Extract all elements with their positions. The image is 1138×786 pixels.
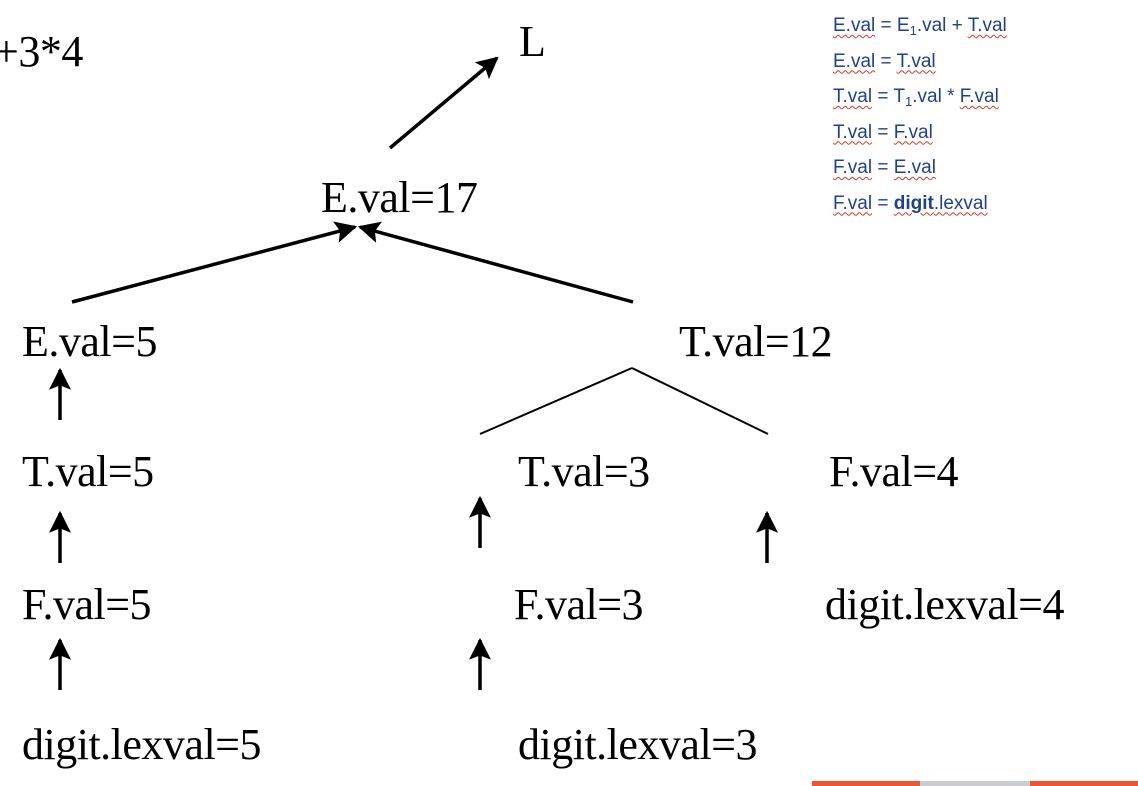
node-digit-lexval-4: digit.lexval=4 [825, 580, 1065, 629]
expression-fragment: +3*4 [0, 27, 83, 76]
semantic-rule: F.val = E.val [833, 150, 1133, 186]
rule-fragment: = T [872, 86, 905, 107]
rule-fragment: F.val [893, 121, 933, 143]
node-e-val-5: E.val=5 [22, 317, 157, 366]
node-f-val-5: F.val=5 [22, 580, 152, 629]
edge-e5-to-e17 [71, 221, 358, 304]
rule-fragment: T.val [833, 86, 873, 107]
semantic-rule: E.val = T.val [833, 44, 1133, 80]
rule-fragment: = [872, 157, 894, 178]
edge-t12-to-e17 [357, 221, 634, 304]
semantic-rule: T.val = F.val [833, 115, 1133, 151]
rule-fragment: T.val [896, 50, 936, 72]
node-f-val-4: F.val=4 [829, 447, 959, 496]
rule-fragment: T.val [967, 15, 1007, 36]
rule-fragment: E.val [833, 15, 876, 36]
rule-fragment: .val + [916, 15, 968, 36]
rule-fragment: .lexval [933, 192, 988, 214]
footer-bar-segment [920, 781, 1030, 786]
rule-fragment: digit [893, 192, 934, 214]
rule-fragment: = [872, 121, 894, 143]
footer-accent-bar [812, 781, 1138, 786]
footer-bar-segment [1030, 781, 1138, 786]
rule-fragment: T.val [833, 121, 873, 143]
root-node-l: L [519, 17, 546, 66]
node-digit-lexval-5: digit.lexval=5 [22, 720, 262, 769]
node-t-val-3: T.val=3 [518, 447, 650, 496]
rule-fragment: .val * [912, 86, 960, 107]
rule-fragment: E.val [893, 157, 936, 178]
node-t-val-5: T.val=5 [22, 447, 154, 496]
semantic-rule: E.val = E1.val + T.val [833, 8, 1133, 44]
node-f-val-3: F.val=3 [514, 580, 644, 629]
rule-fragment: F.val [959, 86, 999, 107]
semantic-rule: F.val = digit.lexval [833, 186, 1133, 222]
rule-fragment: F.val [833, 157, 873, 178]
rule-fragment: = [872, 192, 894, 214]
node-digit-lexval-3: digit.lexval=3 [518, 720, 758, 769]
node-e-val-17: E.val=17 [321, 173, 478, 222]
edge-t12-to-t3 [479, 367, 633, 435]
rule-fragment: F.val [833, 192, 873, 214]
edge-t12-to-f4 [631, 367, 769, 435]
edge-e17-to-l [388, 56, 499, 150]
rule-fragment: 1 [905, 94, 913, 109]
rule-fragment: = [875, 50, 897, 72]
rule-fragment: = E [875, 15, 910, 36]
rule-fragment: 1 [909, 23, 917, 38]
node-t-val-12: T.val=12 [679, 317, 833, 366]
footer-bar-segment [812, 781, 920, 786]
rule-fragment: E.val [833, 50, 876, 72]
semantic-rule: T.val = T1.val * F.val [833, 79, 1133, 115]
